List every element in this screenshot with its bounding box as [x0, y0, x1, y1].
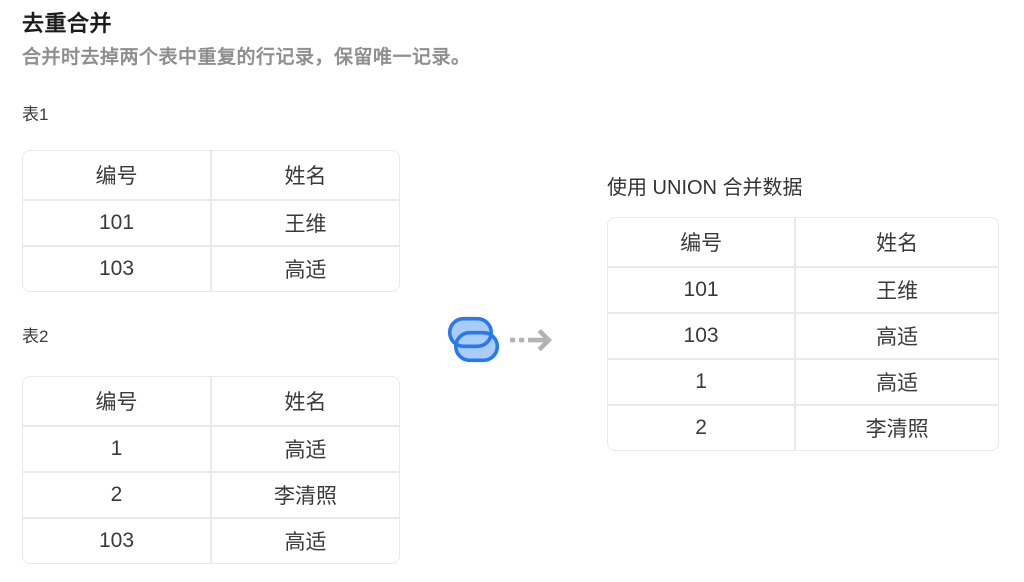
table2-header-row: 编号 姓名	[22, 376, 400, 426]
table-cell: 103	[22, 246, 211, 292]
page-subtitle: 合并时去掉两个表中重复的行记录，保留唯一记录。	[22, 47, 471, 68]
table1-header-cell: 姓名	[211, 150, 400, 200]
merge-link-icon	[447, 316, 500, 363]
table-row: 101 王维	[22, 200, 400, 246]
table-row: 2 李清照	[22, 472, 400, 518]
table-cell: 李清照	[211, 472, 400, 518]
table-row: 103 高适	[22, 246, 400, 292]
table1-header-cell: 编号	[22, 150, 211, 200]
table1: 编号 姓名 101 王维 103 高适	[22, 150, 400, 292]
table-row: 1 高适	[22, 426, 400, 472]
table-row: 2 李清照	[607, 405, 999, 451]
table-cell: 王维	[211, 200, 400, 246]
table2: 编号 姓名 1 高适 2 李清照 103 高适	[22, 376, 400, 564]
table-cell: 高适	[795, 359, 999, 405]
table2-label: 表2	[22, 327, 49, 346]
table-cell: 2	[22, 472, 211, 518]
table-cell: 103	[22, 518, 211, 564]
page-title: 去重合并	[22, 11, 113, 36]
table-cell: 高适	[211, 518, 400, 564]
table-row: 103 高适	[22, 518, 400, 564]
table2-header-cell: 姓名	[211, 376, 400, 426]
table-cell: 2	[607, 405, 796, 451]
table1-label: 表1	[22, 105, 49, 124]
table-cell: 李清照	[795, 405, 999, 451]
table-cell: 101	[22, 200, 211, 246]
result-header-cell: 编号	[607, 217, 796, 267]
table-cell: 1	[22, 426, 211, 472]
table-row: 101 王维	[607, 267, 999, 313]
dashed-arrow-icon	[510, 328, 553, 352]
table-cell: 高适	[211, 246, 400, 292]
table-cell: 101	[607, 267, 796, 313]
table-row: 1 高适	[607, 359, 999, 405]
table-cell: 高适	[211, 426, 400, 472]
table-cell: 高适	[795, 313, 999, 359]
table-cell: 1	[607, 359, 796, 405]
result-table: 编号 姓名 101 王维 103 高适 1 高适 2	[607, 217, 999, 451]
table-row: 103 高适	[607, 313, 999, 359]
table-cell: 王维	[795, 267, 999, 313]
table1-header-row: 编号 姓名	[22, 150, 400, 200]
table2-header-cell: 编号	[22, 376, 211, 426]
result-table-label: 使用 UNION 合并数据	[607, 177, 803, 199]
result-header-row: 编号 姓名	[607, 217, 999, 267]
result-header-cell: 姓名	[795, 217, 999, 267]
table-cell: 103	[607, 313, 796, 359]
